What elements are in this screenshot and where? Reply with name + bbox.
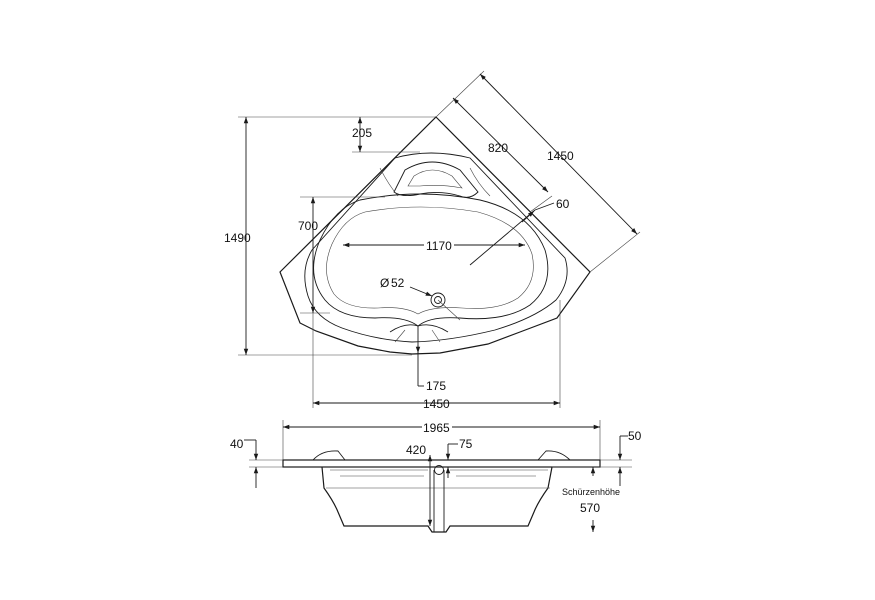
dim-52: 52	[391, 276, 405, 290]
tub-basin-floor	[326, 206, 534, 315]
top-view: 205 1490 700 820 1450 60 1170 Ø 52 175	[224, 70, 641, 411]
dim-60: 60	[556, 197, 570, 211]
dim-205: 205	[352, 126, 372, 140]
dim-75: 75	[459, 437, 473, 451]
dim-52-symbol: Ø	[380, 276, 389, 290]
dim-40: 40	[230, 437, 244, 451]
side-body	[321, 466, 553, 533]
headrest-inner	[407, 169, 463, 189]
skirt-label: Schürzenhöhe	[562, 487, 620, 497]
tub-rim-inner	[304, 152, 568, 343]
dim-line-60	[469, 209, 536, 266]
side-rim	[282, 459, 601, 468]
dim-1490: 1490	[224, 231, 251, 245]
dim-1450-width: 1450	[423, 397, 450, 411]
dim-line-1450-diag	[479, 73, 638, 235]
front-notch	[389, 324, 449, 333]
dim-820: 820	[488, 141, 508, 155]
side-view: 1965 40 420 75 50 Schürzenhöhe 570	[230, 420, 642, 533]
dim-line-52	[409, 286, 433, 297]
drain-inner	[434, 296, 442, 304]
drain-outer	[430, 292, 446, 308]
side-drain	[434, 465, 444, 475]
dim-1170: 1170	[426, 239, 452, 253]
tub-outline-top	[279, 116, 591, 355]
dim-420: 420	[406, 443, 426, 457]
dim-570: 570	[580, 501, 600, 515]
dim-1965: 1965	[423, 421, 450, 435]
tub-basin	[313, 193, 549, 327]
dim-175: 175	[426, 379, 446, 393]
dim-700: 700	[298, 219, 318, 233]
dim-1450-diag: 1450	[547, 149, 574, 163]
dim-50: 50	[628, 429, 642, 443]
headrest	[393, 161, 479, 198]
